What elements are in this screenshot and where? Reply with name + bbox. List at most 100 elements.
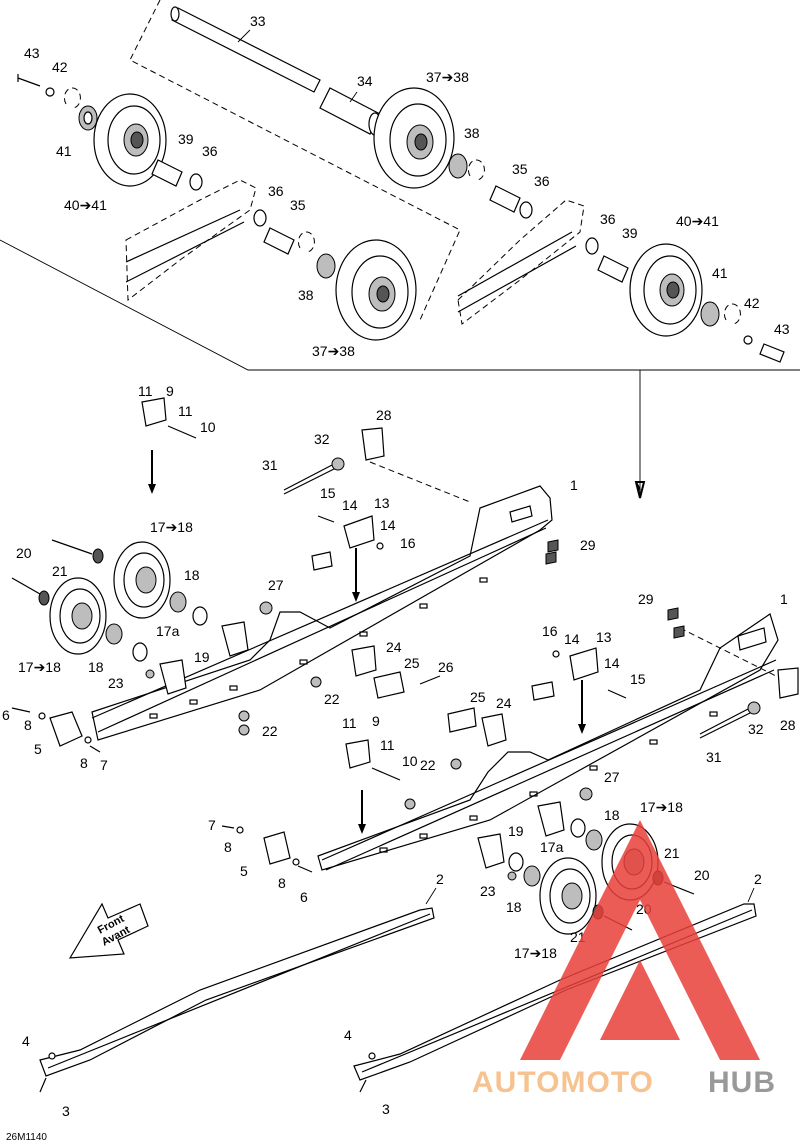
callout-29: 29 (638, 591, 654, 607)
callout-1: 1 (780, 591, 788, 607)
callout-16: 16 (400, 535, 416, 551)
callout-22: 22 (420, 757, 436, 773)
callout-4: 4 (22, 1033, 30, 1049)
callout-14: 14 (564, 631, 580, 647)
callout-10: 10 (200, 419, 216, 435)
callout-14: 14 (342, 497, 358, 513)
callout-8: 8 (224, 839, 232, 855)
callout-3: 3 (382, 1101, 390, 1117)
callout-1: 1 (570, 477, 578, 493)
automotohub-logo-icon (520, 820, 760, 1060)
callout-17-18: 17➔18 (18, 659, 61, 675)
callout-19: 19 (194, 649, 210, 665)
callout-14: 14 (380, 517, 396, 533)
callout-8: 8 (80, 755, 88, 771)
callout-35: 35 (290, 197, 306, 213)
callout-36: 36 (268, 183, 284, 199)
callout-15: 15 (320, 485, 336, 501)
callout-24: 24 (496, 695, 512, 711)
callout-34: 34 (357, 73, 373, 89)
callout-41: 41 (712, 265, 728, 281)
callout-25: 25 (470, 689, 486, 705)
callout-31: 31 (262, 457, 278, 473)
callout-26: 26 (438, 659, 454, 675)
callout-14: 14 (604, 655, 620, 671)
callout-40-41: 40➔41 (64, 197, 107, 213)
callout-36: 36 (600, 211, 616, 227)
callout-18: 18 (604, 807, 620, 823)
callout-11: 11 (138, 383, 153, 399)
callout-42: 42 (52, 59, 68, 75)
callout-16: 16 (542, 623, 558, 639)
callout-39: 39 (178, 131, 194, 147)
callout-19: 19 (508, 823, 524, 839)
callout-37-38: 37➔38 (312, 343, 355, 359)
callout-39: 39 (622, 225, 638, 241)
callout-41: 41 (56, 143, 72, 159)
callout-labels: 33 34 43 42 41 40➔41 39 36 37➔38 38 35 3… (2, 13, 796, 1119)
callout-8: 8 (278, 875, 286, 891)
watermark-text-automoto: AUTOMOTO (472, 1066, 654, 1099)
callout-4: 4 (344, 1027, 352, 1043)
callout-18: 18 (184, 567, 200, 583)
callout-10: 10 (402, 753, 418, 769)
callout-18: 18 (506, 899, 522, 915)
callout-6: 6 (2, 707, 10, 723)
callout-40-41: 40➔41 (676, 213, 719, 229)
automotohub-watermark: AUTOMOTO HUB (472, 820, 776, 1099)
callout-38: 38 (464, 125, 480, 141)
callout-27: 27 (268, 577, 284, 593)
callout-43: 43 (24, 45, 40, 61)
callout-21: 21 (52, 563, 68, 579)
callout-11: 11 (380, 737, 395, 753)
callout-8: 8 (24, 717, 32, 733)
callout-5: 5 (240, 863, 248, 879)
callout-32: 32 (748, 721, 764, 737)
callout-25: 25 (404, 655, 420, 671)
figure-code: 26M1140 (6, 1132, 47, 1143)
watermark-text-hub: HUB (708, 1066, 776, 1099)
callout-17-18: 17➔18 (150, 519, 193, 535)
callout-37-38: 37➔38 (426, 69, 469, 85)
callout-29: 29 (580, 537, 596, 553)
callout-23: 23 (480, 883, 496, 899)
callout-31: 31 (706, 749, 722, 765)
callout-6: 6 (300, 889, 308, 905)
callout-36: 36 (534, 173, 550, 189)
callout-7: 7 (100, 757, 108, 773)
callout-13: 13 (374, 495, 390, 511)
callout-43: 43 (774, 321, 790, 337)
callout-35: 35 (512, 161, 528, 177)
left-rail-assembly (11, 397, 559, 753)
front-direction-arrow: Front Avant (68, 902, 149, 959)
callout-17a: 17a (156, 623, 180, 639)
callout-21: 21 (664, 845, 680, 861)
callout-42: 42 (744, 295, 760, 311)
callout-17a: 17a (540, 839, 564, 855)
top-wheel-section (0, 0, 800, 499)
callout-27: 27 (604, 769, 620, 785)
callout-11: 11 (178, 403, 193, 419)
callout-9: 9 (166, 383, 174, 399)
callout-3: 3 (62, 1103, 70, 1119)
callout-15: 15 (630, 671, 646, 687)
callout-17-18: 17➔18 (640, 799, 683, 815)
callout-36: 36 (202, 143, 218, 159)
callout-5: 5 (34, 741, 42, 757)
callout-22: 22 (324, 691, 340, 707)
callout-33: 33 (250, 13, 266, 29)
callout-28: 28 (376, 407, 392, 423)
callout-9: 9 (372, 713, 380, 729)
callout-23: 23 (108, 675, 124, 691)
callout-28: 28 (780, 717, 796, 733)
callout-11: 11 (342, 715, 357, 731)
callout-32: 32 (314, 431, 330, 447)
callout-24: 24 (386, 639, 402, 655)
callout-2: 2 (436, 871, 444, 887)
callout-18: 18 (88, 659, 104, 675)
callout-17-18: 17➔18 (514, 945, 557, 961)
callout-20: 20 (16, 545, 32, 561)
callout-2: 2 (754, 871, 762, 887)
callout-22: 22 (262, 723, 278, 739)
